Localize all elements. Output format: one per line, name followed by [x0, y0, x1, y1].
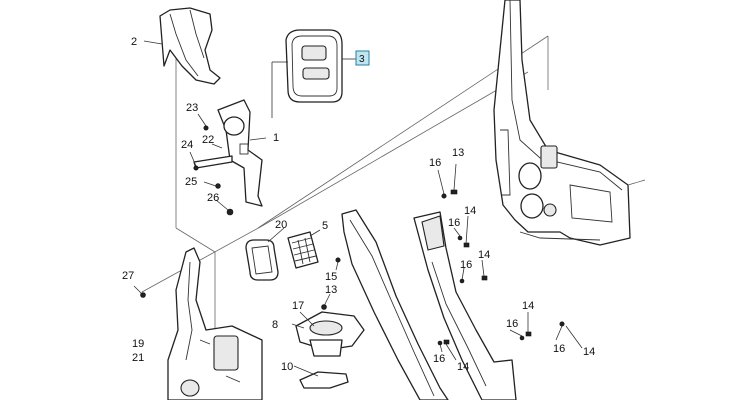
callout-14a: 14 [464, 205, 476, 217]
part-19-21-lower-trim [167, 247, 263, 400]
part-1-bracket [193, 99, 263, 207]
callout-14c: 14 [522, 300, 534, 312]
callout-16b: 16 [448, 217, 460, 229]
center-pillar-trim [341, 209, 449, 400]
fasteners [140, 125, 565, 346]
callout-13a: 13 [452, 147, 464, 159]
part-5-grille [287, 231, 319, 269]
callout-16f: 16 [433, 353, 445, 365]
callout-16e: 16 [553, 343, 565, 355]
callout-labels: 1 2 3 5 8 10 13 13 14 14 14 14 14 14 15 … [122, 36, 595, 373]
leader-lines [133, 40, 583, 377]
callout-19: 19 [132, 338, 144, 350]
callout-16c: 16 [460, 259, 472, 271]
callout-5: 5 [322, 220, 328, 232]
callout-22: 22 [202, 134, 214, 146]
callout-15: 15 [325, 271, 337, 283]
callout-1: 1 [273, 132, 279, 144]
part-10-clip [299, 371, 349, 389]
part-20-pad [245, 239, 279, 281]
part-8-cup-holder [295, 311, 365, 357]
callout-20: 20 [275, 219, 287, 231]
part-3-pad [285, 29, 343, 103]
callout-3-highlighted[interactable]: 3 [355, 50, 370, 66]
callout-25: 25 [185, 176, 197, 188]
callout-17: 17 [292, 300, 304, 312]
callout-14d: 14 [583, 346, 595, 358]
part-2-upper-cover [159, 7, 221, 85]
callout-8: 8 [272, 319, 278, 331]
callout-10: 10 [281, 361, 293, 373]
callout-14e: 14 [457, 361, 469, 373]
callout-24: 24 [181, 139, 193, 151]
callout-27: 27 [122, 270, 134, 282]
callout-21: 21 [132, 352, 144, 364]
callout-13b: 13 [325, 284, 337, 296]
callout-16a: 16 [429, 157, 441, 169]
right-pillar-trim [413, 211, 517, 400]
callout-3: 3 [359, 54, 365, 65]
callout-16d: 16 [506, 318, 518, 330]
vehicle-body-pillar [493, 0, 646, 246]
callout-2: 2 [131, 36, 137, 48]
callout-26: 26 [207, 192, 219, 204]
callout-23: 23 [186, 102, 198, 114]
callout-14b: 14 [478, 249, 490, 261]
